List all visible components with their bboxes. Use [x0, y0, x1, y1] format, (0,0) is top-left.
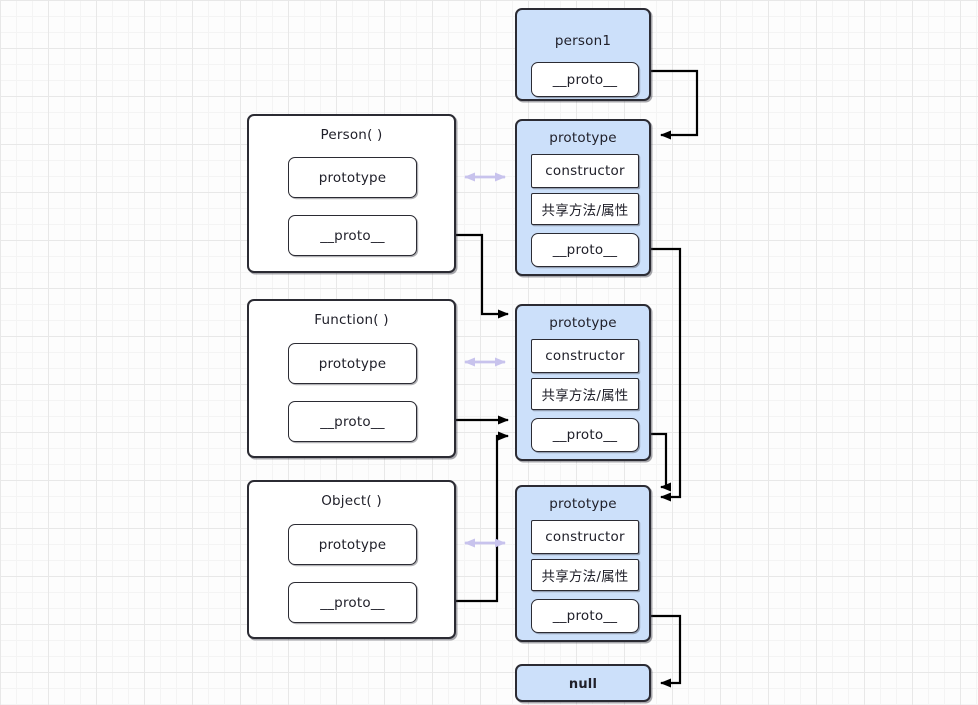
edge-person-prototype-proto-to-object-prototype: [650, 247, 682, 502]
node-object-constructor[interactable]: Object( ) prototype __proto__: [247, 480, 456, 639]
slot-person-prototype-constructor[interactable]: constructor: [531, 154, 639, 188]
node-function-constructor-title: Function( ): [314, 312, 389, 328]
node-person-constructor-title: Person( ): [320, 127, 383, 143]
edge-person1-proto-to-person-prototype: [650, 69, 699, 140]
node-null-title: null: [568, 677, 598, 692]
slot-object-ctor-prototype[interactable]: prototype: [288, 524, 417, 565]
node-function-constructor[interactable]: Function( ) prototype __proto__: [247, 299, 456, 458]
node-object-prototype-title: prototype: [549, 496, 617, 512]
node-null[interactable]: null: [515, 664, 651, 702]
node-person-prototype[interactable]: prototype constructor 共享方法/属性 __proto__: [515, 119, 651, 276]
slot-function-prototype-proto[interactable]: __proto__: [531, 418, 639, 452]
slot-person-prototype-shared[interactable]: 共享方法/属性: [531, 193, 639, 225]
slot-function-ctor-prototype[interactable]: prototype: [288, 343, 417, 384]
node-function-prototype[interactable]: prototype constructor 共享方法/属性 __proto__: [515, 304, 651, 461]
slot-function-prototype-constructor[interactable]: constructor: [531, 339, 639, 373]
edge-person-ctor-proto-to-function-prototype: [456, 233, 509, 319]
node-person1-title: person1: [554, 33, 612, 49]
node-person-prototype-title: prototype: [549, 130, 617, 146]
slot-person-ctor-prototype[interactable]: prototype: [288, 157, 417, 198]
slot-person-prototype-proto[interactable]: __proto__: [531, 233, 639, 267]
node-object-constructor-title: Object( ): [321, 493, 382, 509]
slot-person-ctor-proto[interactable]: __proto__: [288, 215, 417, 256]
slot-object-prototype-constructor[interactable]: constructor: [531, 520, 639, 554]
slot-object-prototype-proto[interactable]: __proto__: [531, 599, 639, 633]
edge-object-prototype-proto-to-null: [650, 614, 682, 688]
node-object-prototype[interactable]: prototype constructor 共享方法/属性 __proto__: [515, 485, 651, 642]
edge-object-ctor-proto-to-function-prototype: [456, 431, 509, 603]
slot-object-prototype-shared[interactable]: 共享方法/属性: [531, 559, 639, 591]
node-person1[interactable]: person1 __proto__: [515, 8, 651, 101]
slot-function-ctor-proto[interactable]: __proto__: [288, 401, 417, 442]
slot-person1-proto[interactable]: __proto__: [531, 62, 639, 97]
slot-function-prototype-shared[interactable]: 共享方法/属性: [531, 378, 639, 410]
slot-object-ctor-proto[interactable]: __proto__: [288, 582, 417, 623]
node-function-prototype-title: prototype: [549, 315, 617, 331]
node-person-constructor[interactable]: Person( ) prototype __proto__: [247, 114, 456, 273]
edge-function-prototype-proto-to-object-prototype: [650, 432, 671, 492]
